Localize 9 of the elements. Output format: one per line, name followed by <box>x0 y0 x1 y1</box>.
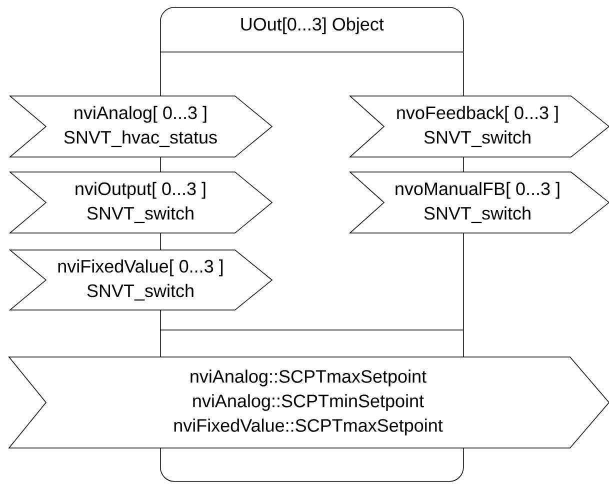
node-label: nviAnalog::SCPTmaxSetpoint <box>190 370 426 386</box>
network-variable-tag: nviOutput[ 0...3 ] SNVT_switch <box>8 172 273 234</box>
network-variable-tag: nviAnalog[ 0...3 ] SNVT_hvac_status <box>8 96 273 158</box>
network-variable-tag: nvoFeedback[ 0...3 ] SNVT_switch <box>348 96 609 158</box>
network-variable-tag: nviAnalog::SCPTmaxSetpoint nviAnalog::SCPTminSetpoint nviFixedValue::SCPTmaxSetpoint <box>8 356 609 448</box>
node-label: nviFixedValue::SCPTmaxSetpoint <box>174 418 443 436</box>
node-label: nviAnalog::SCPTminSetpoint <box>193 394 424 411</box>
network-variable-tag: nvoManualFB[ 0...3 ] SNVT_switch <box>348 172 609 234</box>
network-variable-tag: nviFixedValue[ 0...3 ] SNVT_switch <box>8 250 273 310</box>
